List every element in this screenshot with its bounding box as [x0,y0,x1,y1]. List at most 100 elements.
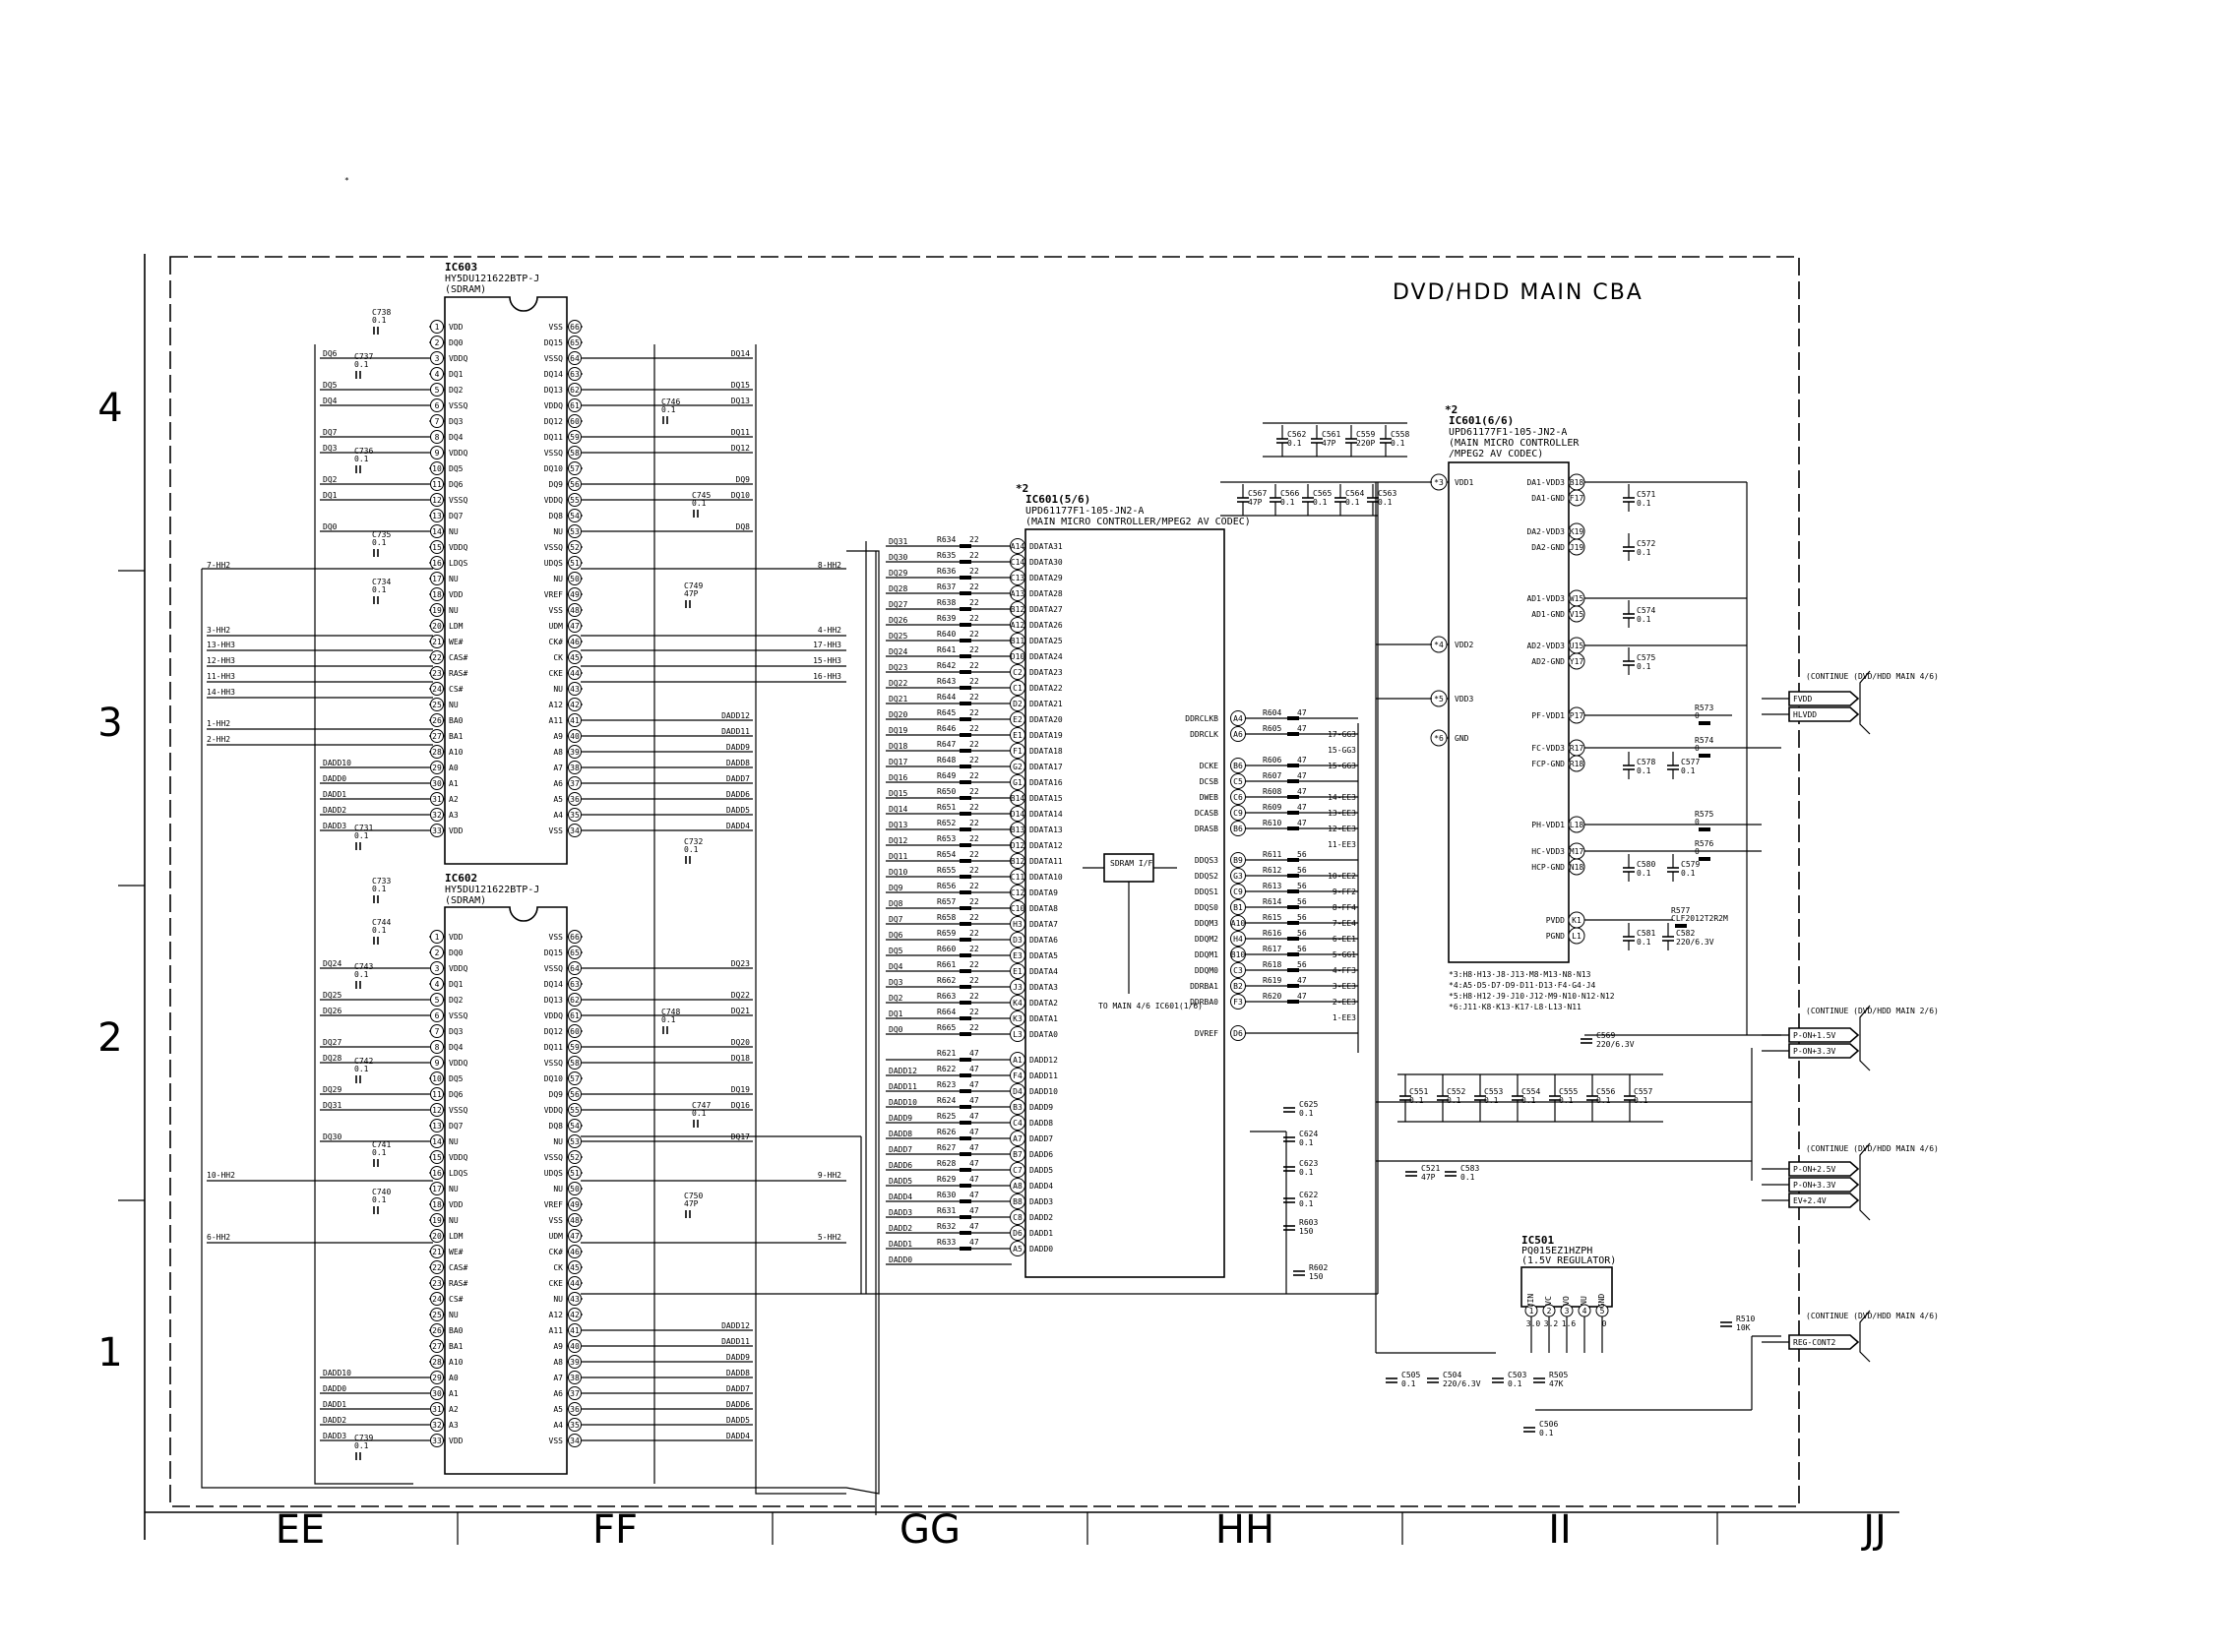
pin-name: A0 [449,764,459,772]
pin-note: *3:H8·H13·J8·J13·M8·M13·N8·N13 [1449,970,1591,979]
ic601-6-desc1: (MAIN MICRO CONTROLLER [1449,438,1580,449]
pin-name: FC-VDD3 [1531,744,1565,753]
pin-name: A8 [553,1358,563,1367]
part-ref: C624 [1299,1130,1318,1138]
capacitor-ref: C563 [1378,489,1396,498]
connector-flag [1788,1177,1860,1193]
pin-name: DA1-GND [1531,494,1565,503]
capacitor-ref: C581 [1637,929,1655,938]
ic603-type: (SDRAM) [445,284,486,295]
pin-note: *5:H8·H12·J9·J10·J12·M9·N10·N12·N12 [1449,992,1615,1001]
pin-marker [430,1339,444,1353]
pin-name: A11 [549,1326,564,1335]
resistor-value: 47 [969,1191,979,1199]
offpage-label: 13-EE3 [1328,809,1356,818]
part-value: 0.1 [1508,1379,1522,1388]
pin-number: 6 [435,401,440,410]
pin-marker [1010,1099,1025,1115]
net-label: DQ15 [731,381,750,390]
pin-marker [1010,916,1025,932]
pin-name: CK [553,1263,563,1272]
pin-name: VSSQ [544,449,563,458]
pin-number: C13 [1011,574,1025,582]
net-label: DQ3 [323,444,338,453]
resistor-symbol [960,1032,971,1036]
resistor-symbol [960,749,971,753]
pin-name: LDQS [449,1169,467,1178]
pin-marker [430,556,444,570]
capacitor-value: 0.1 [1409,1096,1424,1105]
resistor-ref: R644 [937,693,956,702]
pin-marker [1230,994,1246,1010]
resistor-value: 47 [969,1065,979,1073]
pin-number: K1 [1572,916,1582,925]
capacitor-value: 0.1 [354,1065,369,1073]
pin-name: DDATA28 [1029,589,1063,598]
pin-name: DADD5 [1029,1166,1053,1175]
resistor-value: 47 [969,1238,979,1247]
pin-marker [568,1434,582,1447]
resistor-ref: R655 [937,866,956,875]
pin-marker [430,1260,444,1274]
pin-number: 3 [435,354,440,363]
resistor-value: 47 [1297,787,1307,796]
pin-name: A3 [449,1421,459,1430]
capacitor-value: 0.1 [1634,1096,1648,1105]
capacitor-ref: C580 [1637,860,1655,869]
pin-marker [430,587,444,601]
pin-marker [568,745,582,759]
resistor-ref: R663 [937,992,956,1001]
pin-marker [568,729,582,743]
pin-number: 32 [432,811,442,820]
pin-marker [568,961,582,975]
capacitor-ref: C557 [1634,1087,1652,1096]
capacitor-ref: C578 [1637,758,1655,766]
pin-marker [430,398,444,412]
connector-signal: P-ON+1.5V [1793,1031,1836,1040]
resistor-symbol [960,560,971,564]
pin-name: DADD3 [1029,1197,1053,1206]
pin-number: 30 [432,1389,442,1398]
offpage-label: 10-HH2 [207,1171,235,1180]
pin-marker [430,336,444,349]
pin-marker [430,430,444,444]
resistor-symbol [960,1215,971,1219]
offpage-label: 15-HH3 [813,656,841,665]
pin-name: CS# [449,685,464,694]
pin-name: DVREF [1195,1029,1218,1038]
pin-number: 2 [1547,1307,1552,1315]
resistor-symbol [960,1001,971,1005]
net-label: DADD1 [323,1400,346,1409]
pin-number: A14 [1011,542,1025,551]
resistor-value: 56 [1297,945,1307,953]
pin-number: 41 [570,1326,580,1335]
pin-number: G1 [1013,778,1023,787]
net-label: DADD8 [726,759,750,767]
offpage-labels: 7-HH23-HH213-HH312-HH311-HH314-HH31-HH22… [207,561,841,1242]
pin-name: VSS [549,1216,564,1225]
pin-number: K19 [1570,527,1584,536]
pin-marker [568,1071,582,1085]
pin-number: 37 [570,1389,580,1398]
capacitor-value: 0.1 [372,316,387,325]
pin-marker [430,776,444,790]
offpage-label: 9-FF2 [1333,887,1356,896]
pin-marker [568,1024,582,1038]
pin-number: 26 [432,1326,442,1335]
net-label: DQ19 [889,726,907,735]
pin-marker [430,524,444,538]
pin-marker [430,1103,444,1117]
net-label: DQ30 [323,1132,341,1141]
pin-marker [430,1418,444,1432]
capacitor-ref: C743 [354,962,373,971]
resistor-symbol [960,827,971,831]
pin-number: 47 [570,622,580,631]
pin-marker [1010,774,1025,790]
resistor-value: 56 [1297,850,1307,859]
capacitor-ref: C565 [1313,489,1332,498]
pin-name: DDATA5 [1029,951,1058,960]
pin-number: 65 [570,338,580,347]
net-label: DADD1 [323,790,346,799]
pin-number: D3 [1013,936,1023,945]
